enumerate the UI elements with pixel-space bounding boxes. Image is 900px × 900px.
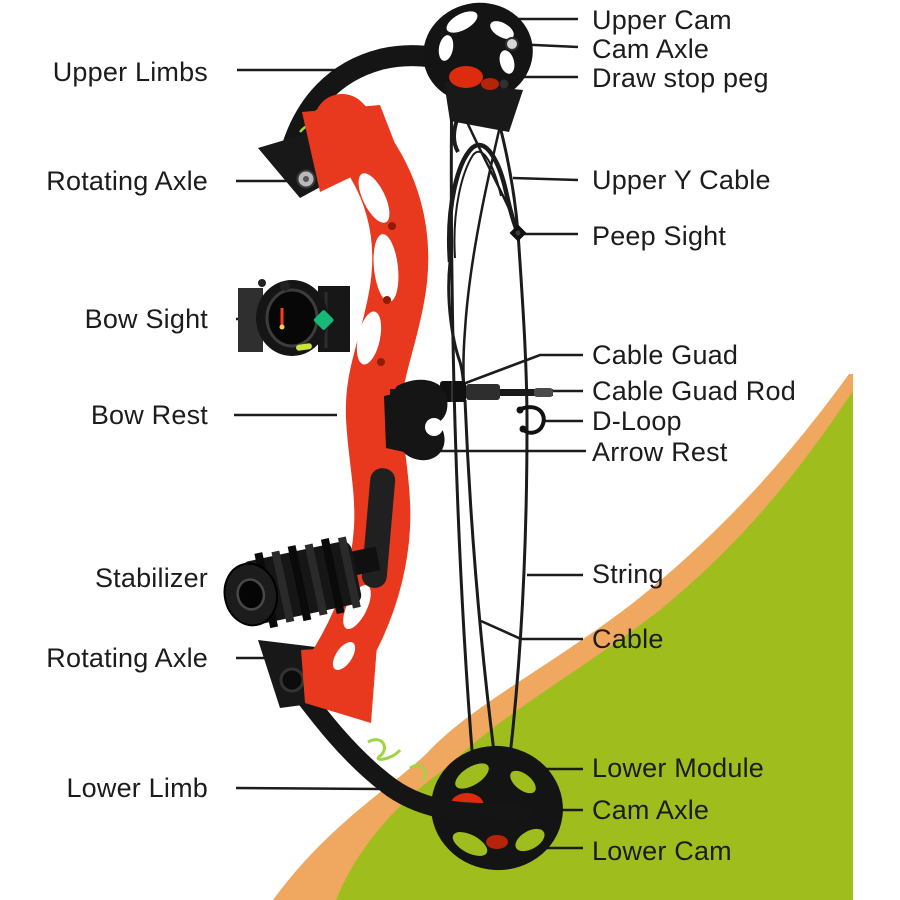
sight-decal xyxy=(313,310,334,330)
label-bow-rest: Bow Rest xyxy=(90,400,208,430)
upper-y-cable xyxy=(447,96,521,389)
label-lower-cam: Lower Cam xyxy=(592,836,732,866)
riser xyxy=(301,94,429,723)
stabilizer xyxy=(223,536,381,629)
cable-guard xyxy=(390,381,553,402)
label-lower-module: Lower Module xyxy=(592,753,764,783)
label-rotating-axle-lower: Rotating Axle xyxy=(46,643,208,673)
strings-and-cables xyxy=(447,69,529,776)
label-cable-guad: Cable Guad xyxy=(592,340,739,370)
label-stabilizer: Stabilizer xyxy=(94,563,208,593)
bow-sight xyxy=(238,279,350,356)
leader-upper-y-cable xyxy=(512,176,579,182)
leader-cable-guad xyxy=(462,353,583,386)
label-upper-y-cable: Upper Y Cable xyxy=(592,165,771,195)
upper-cam xyxy=(423,2,533,132)
bow-rest xyxy=(384,379,448,461)
draw-stop-peg xyxy=(499,79,509,89)
leader-lower-limb xyxy=(235,786,380,791)
cam-module-bracket xyxy=(444,82,523,132)
peep-sight xyxy=(509,224,527,242)
label-cable: Cable xyxy=(592,624,664,654)
label-upper-limbs: Upper Limbs xyxy=(52,57,208,87)
cam-axle-upper xyxy=(505,37,519,51)
label-string: String xyxy=(592,559,664,589)
label-upper-cam: Upper Cam xyxy=(592,5,732,35)
label-rotating-axle-upper: Rotating Axle xyxy=(46,166,208,196)
label-cam-axle-lower: Cam Axle xyxy=(592,795,710,825)
lower-limb xyxy=(270,654,534,823)
label-arrow-rest: Arrow Rest xyxy=(592,437,728,467)
label-bow-sight: Bow Sight xyxy=(84,304,208,334)
label-peep-sight: Peep Sight xyxy=(592,221,727,251)
label-cable-guad-rod: Cable Guad Rod xyxy=(592,376,796,406)
leader-cable xyxy=(480,619,583,641)
d-loop xyxy=(516,405,546,435)
label-d-loop: D-Loop xyxy=(592,406,682,436)
sight-level-bubble xyxy=(296,343,312,351)
label-lower-limb: Lower Limb xyxy=(66,773,208,803)
arrow-rest-notch xyxy=(425,418,443,436)
label-draw-stop-peg: Draw stop peg xyxy=(592,63,769,93)
label-cam-axle-upper: Cam Axle xyxy=(592,34,710,64)
